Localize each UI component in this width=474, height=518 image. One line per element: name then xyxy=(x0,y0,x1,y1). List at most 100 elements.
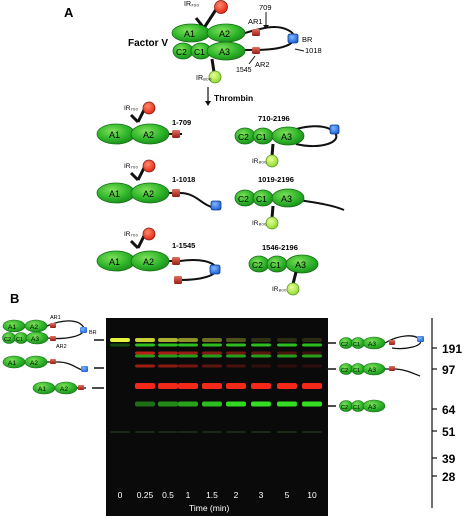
gel-band xyxy=(302,383,322,389)
domain-c1-label: C1 xyxy=(16,337,23,343)
basic-region-icon xyxy=(329,124,340,135)
fragment-range-label: 1-1018 xyxy=(172,175,195,184)
fragment-1-1018: IR₇₀₀ A1 A2 1-1018 xyxy=(96,159,222,211)
fragment-range-label: 1546-2196 xyxy=(262,243,298,252)
gel-band xyxy=(251,401,271,407)
time-point-label: 0.5 xyxy=(162,490,174,500)
ir800-dye-icon xyxy=(265,154,279,168)
site-1018-label: 1018 xyxy=(305,46,322,55)
gel-band xyxy=(158,343,178,347)
gel-band xyxy=(302,364,322,368)
domain-a3-label: A3 xyxy=(295,260,306,270)
cleavage-site-709 xyxy=(252,29,260,36)
gel-band xyxy=(158,431,178,433)
gel-band xyxy=(202,383,222,389)
domain-c1-label: C1 xyxy=(353,368,360,374)
domain-a1-label: A1 xyxy=(38,386,46,393)
domain-a2-label: A2 xyxy=(143,257,154,267)
gel-band xyxy=(158,338,178,342)
ar2-label: AR2 xyxy=(255,60,270,69)
domain-c1-label: C1 xyxy=(256,194,267,204)
cleavage-site xyxy=(172,257,180,265)
gel-band xyxy=(178,431,198,433)
gel-band xyxy=(251,364,271,368)
gel-band xyxy=(277,343,297,347)
gel-band xyxy=(135,383,155,389)
domain-c2-label: C2 xyxy=(176,47,187,57)
br-label: BR xyxy=(89,330,97,336)
gel-band xyxy=(251,351,271,355)
domain-a1-label: A1 xyxy=(8,360,16,367)
gel-band xyxy=(178,364,198,368)
domain-a3 xyxy=(271,188,305,208)
ir800-label: IR₈₀₀ xyxy=(196,75,212,82)
time-point-label: 2 xyxy=(234,490,239,500)
right-schematics: C2 C1 A3 C2 C1 A3 C2 C1 A3 xyxy=(326,335,424,413)
gel-band xyxy=(226,364,246,368)
domain-a2-label: A2 xyxy=(143,189,154,199)
ar2-label: AR2 xyxy=(56,344,67,350)
gel-band xyxy=(178,351,198,355)
ir800-linker xyxy=(210,58,216,73)
gel-band xyxy=(226,343,246,347)
gel-band xyxy=(158,401,178,407)
domain-a3-label: A3 xyxy=(281,194,292,204)
thrombin-label: Thrombin xyxy=(214,93,253,103)
gel-band xyxy=(226,401,246,407)
ir700-label: IR₇₀₀ xyxy=(184,1,199,8)
gel-band xyxy=(135,343,155,347)
mw-marker-label: 191 xyxy=(442,342,462,356)
time-point-label: 0.25 xyxy=(137,490,154,500)
ir700-label: IR₇₀₀ xyxy=(124,163,138,170)
domain-a1-label: A1 xyxy=(109,130,120,140)
site-1545-label: 1545 xyxy=(236,67,252,74)
cleavage-site xyxy=(174,276,182,284)
domain-a1-label: A1 xyxy=(109,257,120,267)
gel-band xyxy=(226,383,246,389)
factor-v-molecule: Factor V IR₇₀₀ A1 A2 AR1 709 BR 1018 AR2… xyxy=(128,0,322,84)
gel-band xyxy=(302,338,322,342)
gel-band xyxy=(178,401,198,407)
time-point-label: 3 xyxy=(259,490,264,500)
gel-band xyxy=(178,343,198,347)
fragment-range-label: 1-1545 xyxy=(172,241,195,250)
domain-a1-label: A1 xyxy=(184,29,195,39)
gel-band xyxy=(302,431,322,433)
ir700-dye-icon xyxy=(142,101,156,115)
ir700-dye-icon xyxy=(214,0,228,14)
ir800-label: IR₈₀₀ xyxy=(272,286,287,293)
gel-bands xyxy=(110,338,322,433)
gel-band xyxy=(202,401,222,407)
gel-band xyxy=(178,354,198,358)
gel-band xyxy=(158,351,178,355)
domain-a3 xyxy=(271,126,305,146)
gel-band xyxy=(158,364,178,368)
gel-band xyxy=(226,431,246,433)
site-709-label: 709 xyxy=(259,3,272,12)
gel-band xyxy=(277,383,297,389)
ir800-dye-icon xyxy=(208,70,222,84)
domain-c2-label: C2 xyxy=(341,342,348,348)
gel-band xyxy=(251,431,271,433)
basic-region-icon xyxy=(209,264,221,275)
gel-band xyxy=(202,338,222,342)
ir700-label: IR₇₀₀ xyxy=(124,105,138,112)
gel-band xyxy=(226,351,246,355)
gel-band xyxy=(302,351,322,355)
mw-marker-label: 51 xyxy=(442,425,456,439)
domain-c2-label: C2 xyxy=(238,194,249,204)
cleavage-site xyxy=(172,189,180,197)
cleavage-site xyxy=(172,130,180,138)
fragment-710-2196: 710-2196 C2 C1 A3 IR₈₀₀ xyxy=(234,114,340,168)
gel-band xyxy=(135,351,155,355)
fragment-1-709: IR₇₀₀ A1 A2 1-709 xyxy=(96,101,191,145)
domain-a3-label: A3 xyxy=(368,341,376,348)
fragment-range-label: 710-2196 xyxy=(258,114,290,123)
domain-c1-label: C1 xyxy=(194,47,205,57)
gel-band xyxy=(302,343,322,347)
domain-a3 xyxy=(285,254,319,274)
domain-c2-label: C2 xyxy=(252,260,263,270)
